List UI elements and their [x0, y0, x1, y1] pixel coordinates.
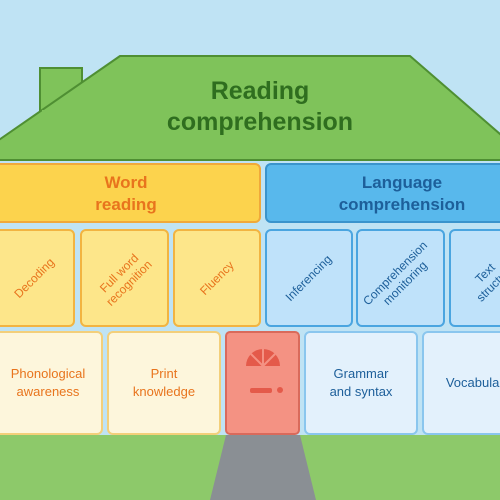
base-phonological-awareness-label: Phonological awareness [0, 332, 102, 434]
tile-inferencing-text: Inferencing [282, 251, 335, 304]
base-grammar-and-syntax [304, 331, 418, 435]
word-reading-heading-text: Word reading [95, 172, 157, 214]
tile-inferencing [265, 229, 353, 327]
word-reading-heading: Word reading [0, 166, 262, 222]
door [225, 331, 300, 435]
base-vocabulary-label: Vocabulary [423, 332, 500, 434]
word-reading-header [0, 163, 261, 223]
tile-text-structure [449, 229, 500, 327]
base-print-knowledge-text: Print knowledge [132, 366, 196, 399]
garden-path [210, 435, 316, 500]
base-vocabulary [422, 331, 500, 435]
language-comprehension-header [265, 163, 500, 223]
tile-full-word-recognition-label: Full word recognition [81, 230, 168, 326]
roof [0, 55, 500, 161]
roof-title: Reading comprehension [130, 74, 390, 140]
base-print-knowledge-label: Print knowledge [108, 332, 220, 434]
tile-text-structure-text: Text structure [472, 260, 500, 305]
tile-fluency-text: Fluency [197, 258, 237, 298]
language-comprehension-heading: Language comprehension [268, 166, 500, 222]
roof-title-text: Reading comprehension [166, 76, 354, 136]
door-knob [277, 387, 283, 393]
language-comprehension-heading-text: Language comprehension [338, 172, 466, 214]
base-phonological-awareness-text: Phonological awareness [10, 366, 86, 399]
tile-comprehension-monitoring-label: Comprehension monitoring [357, 230, 444, 326]
base-print-knowledge [107, 331, 221, 435]
door-letterbox [250, 388, 272, 393]
tile-decoding-text: Decoding [10, 254, 57, 301]
tile-decoding [0, 229, 75, 327]
tile-comprehension-monitoring-text: Comprehension monitoring [360, 237, 431, 308]
tile-fluency-label: Fluency [174, 230, 260, 326]
tile-decoding-label: Decoding [0, 230, 74, 326]
base-vocabulary-text: Vocabulary [445, 375, 500, 391]
tile-fluency [173, 229, 261, 327]
tile-inferencing-label: Inferencing [266, 230, 352, 326]
door-fanlight [246, 349, 280, 367]
base-grammar-and-syntax-text: Grammar and syntax [329, 366, 393, 399]
base-phonological-awareness [0, 331, 103, 435]
chimney-join [42, 110, 80, 130]
tile-comprehension-monitoring [356, 229, 445, 327]
tile-full-word-recognition [80, 229, 169, 327]
base-grammar-and-syntax-label: Grammar and syntax [305, 332, 417, 434]
tile-full-word-recognition-text: Full word recognition [97, 250, 156, 309]
tile-text-structure-label: Text structure [450, 230, 500, 326]
